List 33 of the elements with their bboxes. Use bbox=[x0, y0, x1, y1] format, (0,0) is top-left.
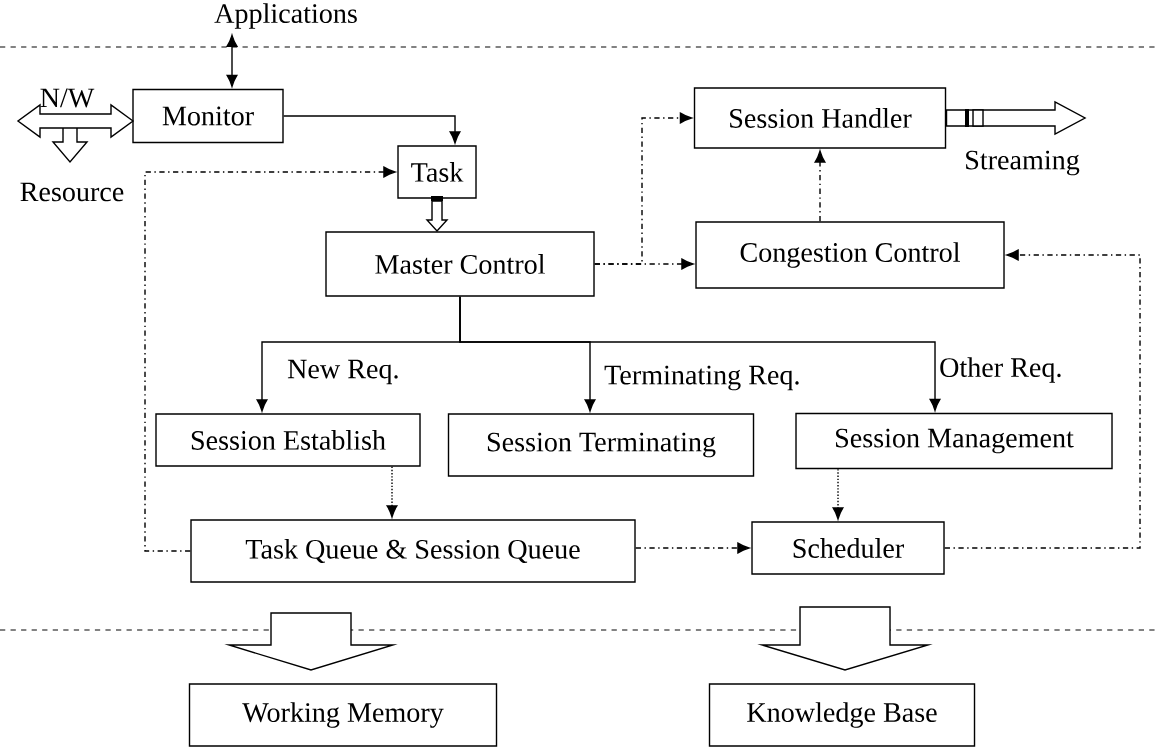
process-box: Knowledge Base bbox=[708, 683, 976, 747]
arrow bbox=[459, 296, 941, 411]
layer-label: Applications bbox=[214, 3, 357, 29]
arrow bbox=[226, 34, 238, 87]
arrow bbox=[832, 468, 844, 520]
arrow bbox=[944, 249, 1141, 549]
process-box: Session Handler bbox=[693, 87, 947, 149]
block-arrow bbox=[425, 196, 449, 233]
block-arrow bbox=[945, 100, 1087, 136]
edge-label: New Req. bbox=[285, 358, 402, 386]
process-box: Scheduler bbox=[751, 521, 945, 575]
block-arrow bbox=[757, 606, 933, 671]
edge-label: Other Req. bbox=[937, 355, 1065, 385]
side-label: Resource bbox=[20, 182, 124, 202]
arrow bbox=[635, 542, 750, 554]
process-box: Task bbox=[397, 145, 477, 199]
process-box: Session Establish bbox=[155, 413, 421, 467]
block-arrow bbox=[224, 612, 398, 671]
edge-label: Terminating Req. bbox=[602, 363, 803, 393]
process-box: Monitor bbox=[132, 88, 284, 144]
arrow bbox=[144, 166, 396, 552]
side-label: N/W bbox=[40, 88, 95, 108]
arrow bbox=[283, 115, 461, 144]
process-box: Master Control bbox=[325, 231, 595, 297]
edge-label: Streaming bbox=[962, 148, 1082, 178]
process-box: Congestion Control bbox=[695, 221, 1005, 289]
process-box: Session Management bbox=[795, 412, 1113, 470]
arrow bbox=[814, 150, 826, 222]
process-box: Working Memory bbox=[188, 683, 498, 747]
process-box: Session Terminating bbox=[447, 413, 755, 477]
arrow bbox=[386, 466, 398, 518]
arrow bbox=[594, 258, 694, 270]
process-box: Task Queue & Session Queue bbox=[190, 519, 636, 583]
